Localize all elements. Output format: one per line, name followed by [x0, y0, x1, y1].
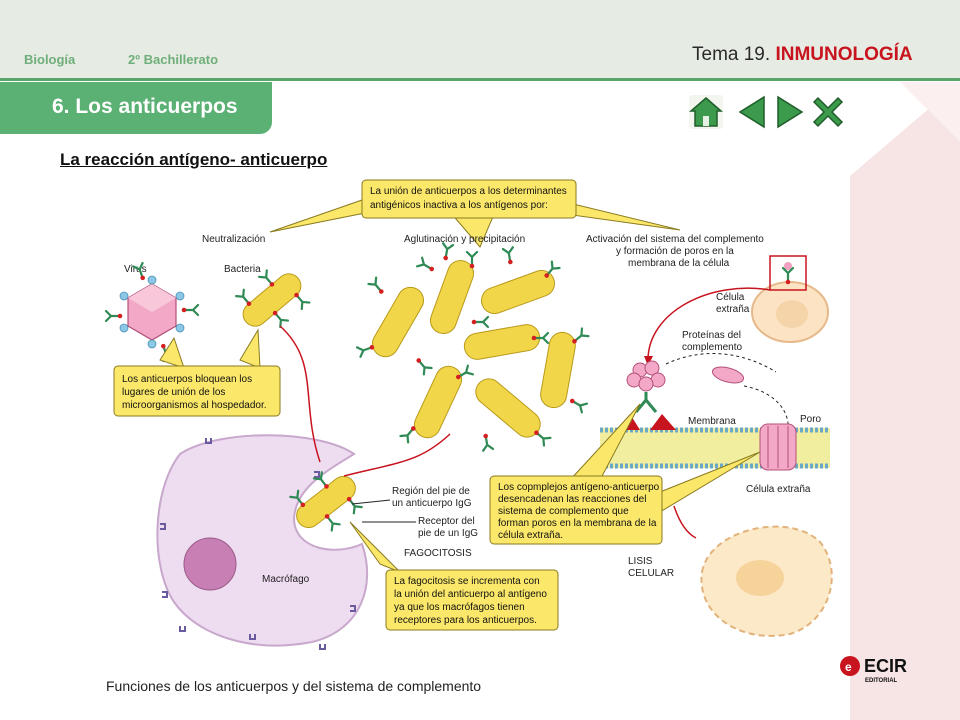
complement-line-2: desencadenan las reacciones del — [498, 494, 646, 505]
logo-subtext: EDITORIAL — [865, 678, 898, 684]
section-title: 6. Los anticuerpos — [52, 95, 238, 118]
side-decoration — [850, 82, 960, 720]
label-neutralizacion: Neutralización — [202, 234, 265, 245]
phagocytosis-callout: La fagocitosis se incrementa con la unió… — [349, 521, 559, 631]
neutralization-line-1: Los anticuerpos bloquean los — [122, 374, 252, 385]
agglutination-cluster — [355, 242, 590, 452]
phagocytosis-line-4: receptores para los anticuerpos. — [394, 615, 537, 626]
label-virus: Virus — [124, 264, 147, 275]
complement-line-1: Los copmplejos antígeno-anticuerpo — [498, 482, 660, 493]
neutralization-line-3: microorganismos al hospedador. — [122, 400, 267, 411]
complement-line-3: sistema de complemento que — [498, 506, 629, 517]
complement-protein-cluster — [626, 360, 666, 413]
virus-particle — [104, 261, 200, 363]
neutralization-line-2: lugares de unión de los — [122, 387, 225, 398]
label-celula-1: Célula — [716, 292, 745, 303]
label-celula-extrana: Célula extraña — [746, 484, 811, 495]
label-macrofago: Macrófago — [262, 574, 310, 585]
close-icon[interactable] — [810, 94, 846, 130]
lysed-cell — [700, 525, 833, 637]
label-receptor-2: pie de un IgG — [418, 528, 478, 539]
label-activacion-2: y formación de poros en la — [616, 246, 734, 257]
next-icon[interactable] — [772, 94, 808, 130]
arrow-to-complement — [647, 287, 771, 361]
label-fagocitosis: FAGOCITOSIS — [404, 548, 472, 559]
ecir-logo: e ECIR EDITORIAL — [840, 656, 907, 684]
header-divider — [0, 78, 960, 81]
label-poro: Poro — [800, 414, 822, 425]
neutralization-callout: Los anticuerpos bloquean los lugares de … — [113, 328, 281, 417]
subject-label: Biología — [24, 52, 76, 67]
topic-name: INMUNOLOGÍA — [775, 44, 913, 65]
top-callout: La unión de anticuerpos a los determinan… — [269, 179, 681, 248]
complement-line-5: célula extraña. — [498, 530, 563, 541]
topic-title: Tema 19. INMUNOLOGÍA — [692, 44, 913, 66]
foreign-cell-small — [751, 255, 829, 343]
cell-membrane — [600, 414, 830, 471]
label-receptor-1: Receptor del — [418, 516, 475, 527]
free-complement-protein — [711, 366, 745, 384]
label-aglutinacion: Aglutinación y precipitación — [404, 234, 525, 245]
section-tab: 6. Los anticuerpos — [0, 82, 272, 134]
bacterium-neutralized — [235, 269, 311, 329]
immune-diagram: La unión de anticuerpos a los determinan… — [104, 179, 833, 650]
complement-callout: Los copmplejos antígeno-anticuerpo desen… — [489, 403, 761, 545]
label-region-pie-2: un anticuerpo IgG — [392, 498, 472, 509]
label-region-pie-1: Región del pie de — [392, 486, 470, 497]
previous-icon[interactable] — [734, 94, 770, 130]
svg-text:e: e — [845, 660, 852, 674]
phagocytosis-line-2: la unión del anticuerpo al antígeno — [394, 589, 547, 600]
label-proteinas-2: complemento — [682, 342, 742, 353]
label-proteinas-1: Proteínas del — [682, 330, 741, 341]
complement-line-4: forman poros en la membrana de la — [498, 518, 657, 529]
top-callout-line-1: La unión de anticuerpos a los determinan… — [370, 186, 567, 197]
top-callout-line-2: antigénicos inactiva a los antígenos por… — [370, 200, 548, 211]
label-celula-2: extraña — [716, 304, 750, 315]
home-icon[interactable] — [688, 94, 724, 130]
phagocytosis-line-3: ya que los macrófagos tienen — [394, 602, 525, 613]
header-bar — [0, 0, 960, 80]
logo-text: ECIR — [864, 656, 907, 676]
course-label: 2º Bachillerato — [128, 52, 219, 67]
phagocytosis-line-1: La fagocitosis se incrementa con — [394, 576, 540, 587]
topic-prefix: Tema 19. — [692, 44, 771, 65]
phagocytosed-bacterium — [289, 471, 363, 532]
label-lisis-1: LISIS — [628, 556, 653, 567]
label-lisis-2: CELULAR — [628, 568, 674, 579]
figure-caption: Funciones de los anticuerpos y del siste… — [106, 678, 482, 694]
slide-subtitle: La reacción antígeno- anticuerpo — [60, 150, 328, 169]
label-activacion-3: membrana de la célula — [628, 258, 730, 269]
label-bacteria: Bacteria — [224, 264, 261, 275]
label-membrana: Membrana — [688, 416, 736, 427]
label-activacion-1: Activación del sistema del complemento — [586, 234, 764, 245]
macrophage — [156, 434, 369, 650]
